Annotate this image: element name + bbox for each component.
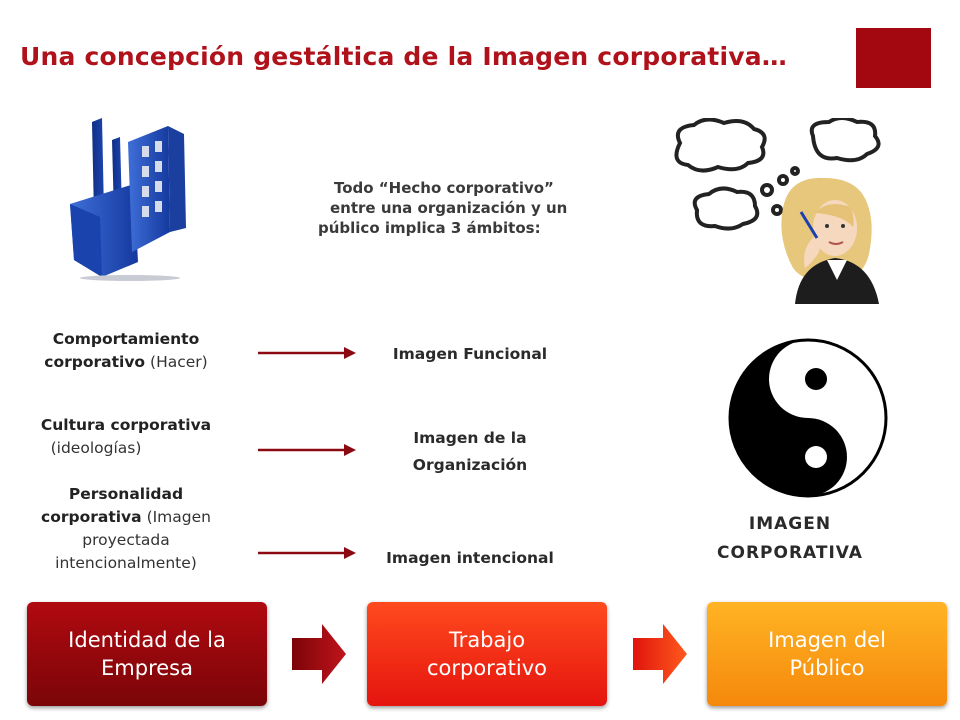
row2-light: (ideologías) (50, 439, 142, 457)
intro-text: Todo “Hecho corporativo” entre una organ… (318, 178, 648, 238)
row3-light-2: proyectada (82, 531, 170, 549)
thinking-woman-illustration (674, 118, 881, 304)
label-comportamiento: Comportamiento corporativo (Hacer) (12, 328, 240, 374)
imagen-corporativa-line-1: IMAGEN (748, 514, 832, 534)
intro-line-3: público implica 3 ámbitos: (318, 219, 541, 237)
intro-line-1: Todo “Hecho corporativo” (334, 179, 554, 197)
process-2-line-1: Trabajo (448, 628, 526, 652)
row3-bold-1: Personalidad (68, 485, 184, 503)
row2-bold-1: Cultura corporativa (40, 416, 212, 434)
row1-bold-2: corporativo (44, 353, 146, 371)
arrow-row-2 (258, 444, 356, 456)
process-3-line-1: Imagen del (768, 628, 886, 652)
row3-light-3: intencionalmente) (55, 554, 197, 572)
row1-light: (Hacer) (150, 353, 208, 371)
imagen-corporativa-line-2: CORPORATIVA (717, 543, 863, 563)
accent-square (856, 28, 931, 88)
imagen-organizacion: Imagen de la Organización (365, 425, 575, 479)
imagen-intencional: Imagen intencional (386, 549, 554, 567)
chevron-arrow-icon (633, 624, 687, 684)
process-1-line-2: Empresa (101, 656, 193, 680)
imagen-funcional: Imagen Funcional (392, 345, 548, 363)
yin-yang-icon (728, 338, 888, 498)
row3-bold-2: corporativa (41, 508, 142, 526)
label-personalidad: Personalidad corporativa (Imagen proyect… (12, 483, 240, 575)
label-cultura: Cultura corporativa (ideologías) (12, 414, 240, 460)
row3-light-1: (Imagen (146, 508, 211, 526)
arrow-row-1 (258, 347, 356, 359)
process-box-imagen-publico: Imagen del Público (707, 602, 947, 706)
page-title: Una concepción gestáltica de la Imagen c… (20, 42, 787, 71)
chevron-arrow-icon (292, 624, 346, 684)
row2-right-2: Organización (412, 456, 528, 474)
process-3-line-2: Público (789, 656, 865, 680)
factory-icon (70, 118, 186, 281)
process-1-line-1: Identidad de la (68, 628, 226, 652)
process-box-trabajo: Trabajo corporativo (367, 602, 607, 706)
arrow-row-3 (258, 547, 356, 559)
row2-right-1: Imagen de la (413, 429, 527, 447)
row1-bold-1: Comportamiento (52, 330, 200, 348)
process-box-identidad: Identidad de la Empresa (27, 602, 267, 706)
process-2-line-2: corporativo (426, 656, 548, 680)
imagen-corporativa-label: IMAGEN CORPORATIVA (695, 510, 885, 568)
intro-line-2: entre una organización y un (330, 199, 568, 217)
